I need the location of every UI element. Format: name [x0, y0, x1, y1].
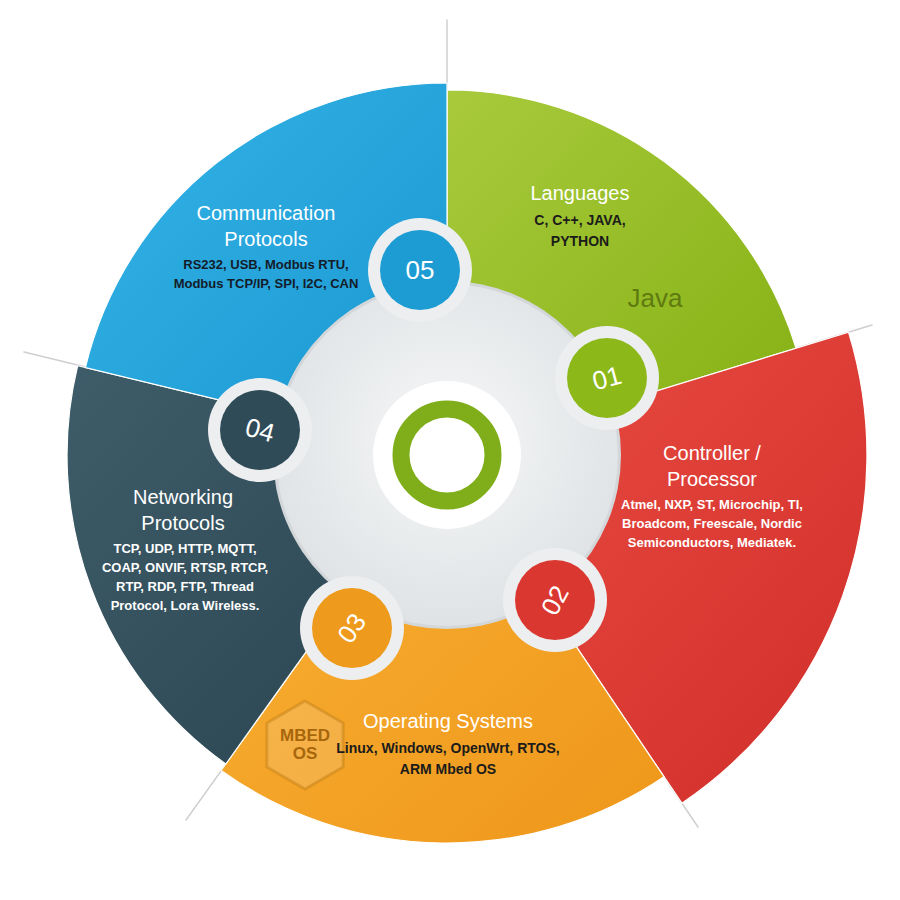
tab-circle [380, 230, 460, 310]
tab-circle [567, 338, 647, 418]
tab-ring [503, 548, 607, 652]
watermark-hexagon [267, 701, 343, 789]
segment-body: C, C++, JAVA, PYTHON [505, 210, 655, 252]
tab-ring [300, 576, 404, 680]
tab-circle [312, 588, 392, 668]
tab-ring [208, 378, 312, 482]
tab-ring [368, 218, 472, 322]
segment-body: Linux, Windows, OpenWrt, RTOS, ARM Mbed … [333, 738, 563, 780]
center-ring [401, 409, 493, 501]
segment-title: Networking Protocols [108, 484, 258, 536]
segment-title: Communication Protocols [171, 200, 361, 252]
callout-number: 05 [385, 256, 455, 285]
watermark-text: Java [610, 284, 700, 313]
tab-ring [555, 326, 659, 430]
segment-title: Languages [480, 180, 680, 206]
watermark-text: MBED OS [276, 727, 334, 763]
tab-circle [220, 390, 300, 470]
segment-title: Controller / Processor [632, 440, 792, 492]
tab-circle [515, 560, 595, 640]
segment-body: TCP, UDP, HTTP, MQTT, COAP, ONVIF, RTSP,… [101, 540, 269, 615]
segment-body: RS232, USB, Modbus RTU, Modbus TCP/IP, S… [171, 256, 361, 294]
segment-body: Atmel, NXP, ST, Microchip, TI, Broadcom,… [621, 496, 803, 553]
center-circle [373, 381, 521, 529]
segment-title: Operating Systems [328, 708, 568, 734]
